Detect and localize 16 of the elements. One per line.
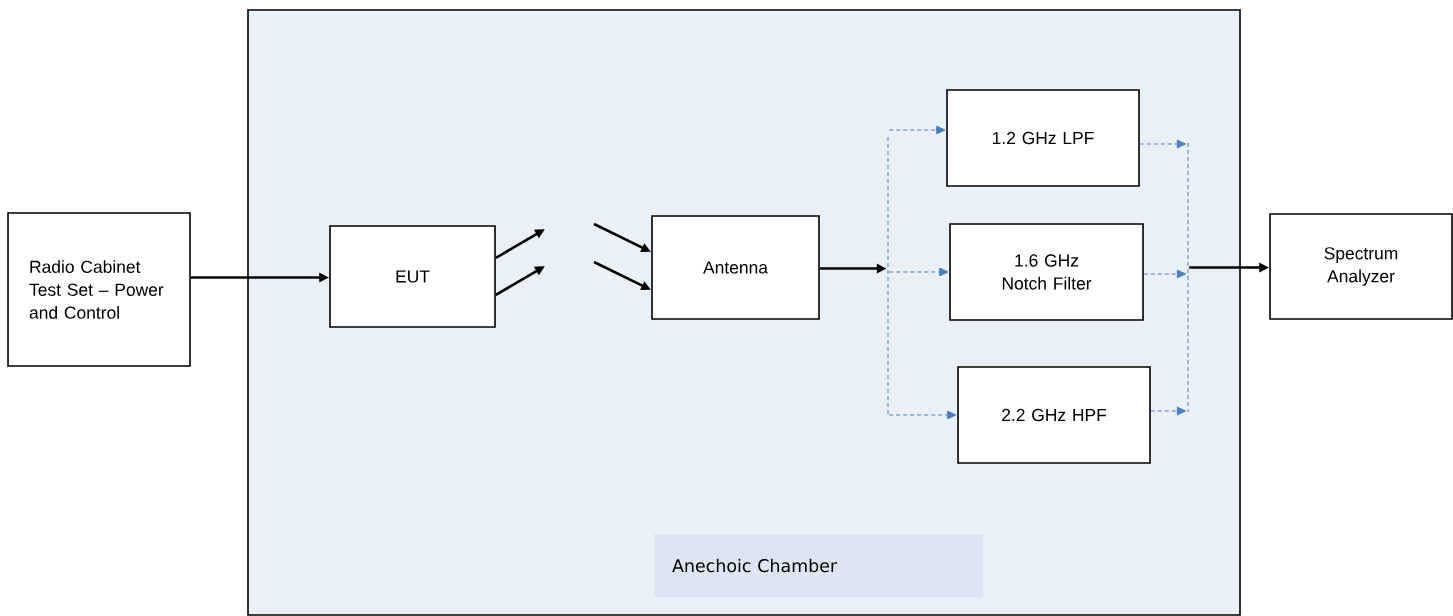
dashed-arrow bbox=[1143, 269, 1187, 279]
filter-box: 1.2 GHz LPF bbox=[946, 89, 1140, 187]
filter-box: 2.2 GHz HPF bbox=[957, 366, 1151, 464]
dashed-arrow bbox=[1150, 406, 1187, 416]
process-box: Antenna bbox=[651, 215, 820, 320]
splitter-line bbox=[887, 137, 889, 414]
dashed-arrow bbox=[1139, 139, 1187, 149]
dashed-arrow bbox=[888, 267, 949, 277]
filter-box: 1.6 GHz Notch Filter bbox=[949, 223, 1144, 321]
chamber-label: Anechoic Chamber bbox=[654, 534, 983, 597]
process-box: Spectrum Analyzer bbox=[1269, 213, 1453, 320]
process-box: EUT bbox=[329, 225, 496, 328]
combiner-line bbox=[1187, 143, 1189, 412]
dashed-arrow bbox=[888, 125, 946, 135]
dashed-arrow bbox=[888, 410, 957, 420]
process-box: Radio Cabinet Test Set – Power and Control bbox=[7, 212, 191, 367]
